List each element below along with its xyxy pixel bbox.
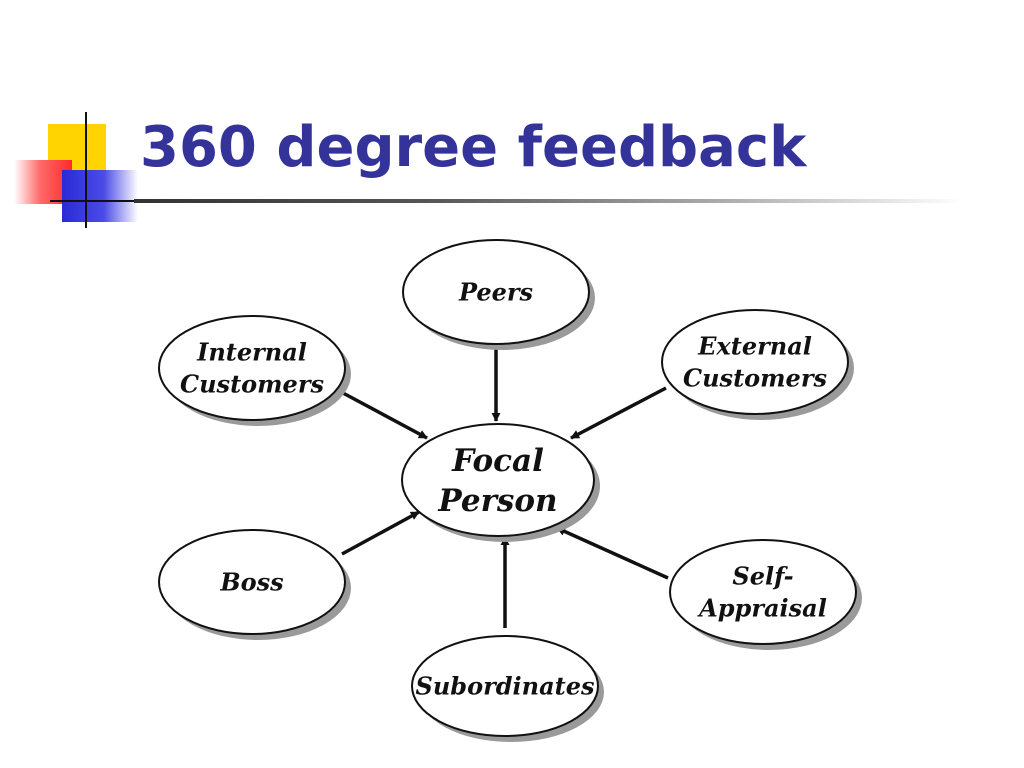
node-ellipse bbox=[158, 529, 346, 635]
node-label-line: Person bbox=[437, 483, 557, 519]
ornament-blue-square bbox=[62, 170, 138, 222]
node-label-line: Boss bbox=[219, 567, 284, 596]
arrow-internal-customers-to-focal bbox=[342, 391, 428, 440]
arrow-external-customers-to-focal bbox=[570, 386, 667, 440]
node-ellipse bbox=[661, 309, 849, 415]
ornament-vertical-line bbox=[85, 112, 87, 228]
node-label: Peers bbox=[458, 277, 534, 306]
node-ellipse bbox=[669, 539, 857, 645]
node-label-line: Subordinates bbox=[416, 671, 595, 700]
title-ornament bbox=[0, 0, 200, 240]
node-ellipse bbox=[411, 635, 599, 737]
node-label-line: External bbox=[697, 331, 812, 360]
node-label-line: Self- bbox=[732, 561, 793, 590]
node-label: Boss bbox=[219, 567, 284, 596]
node-ellipse bbox=[402, 239, 590, 345]
ornament-horizontal-line bbox=[50, 200, 140, 202]
node-subordinates: Subordinates bbox=[411, 635, 604, 742]
node-peers: Peers bbox=[402, 239, 595, 350]
diagram-edges bbox=[341, 346, 669, 628]
arrow-self-appraisal-to-focal bbox=[556, 526, 669, 580]
node-label-line: Customers bbox=[683, 363, 827, 392]
node-label-line: Appraisal bbox=[697, 593, 827, 622]
node-label: Self- Appraisal bbox=[697, 561, 827, 622]
node-label-line: Focal bbox=[451, 443, 544, 479]
node-ellipse bbox=[401, 423, 595, 537]
node-boss: Boss bbox=[158, 529, 351, 640]
node-self-appraisal: Self- Appraisal bbox=[669, 539, 862, 650]
slide-title: 360 degree feedback bbox=[140, 115, 807, 180]
node-label-line: Internal bbox=[196, 337, 307, 366]
node-ellipse bbox=[158, 315, 346, 421]
node-label-line: Customers bbox=[180, 369, 324, 398]
title-underline bbox=[134, 199, 964, 203]
arrow-boss-to-focal bbox=[341, 510, 420, 556]
node-label-line: Peers bbox=[458, 277, 534, 306]
node-label: Subordinates bbox=[416, 671, 595, 700]
